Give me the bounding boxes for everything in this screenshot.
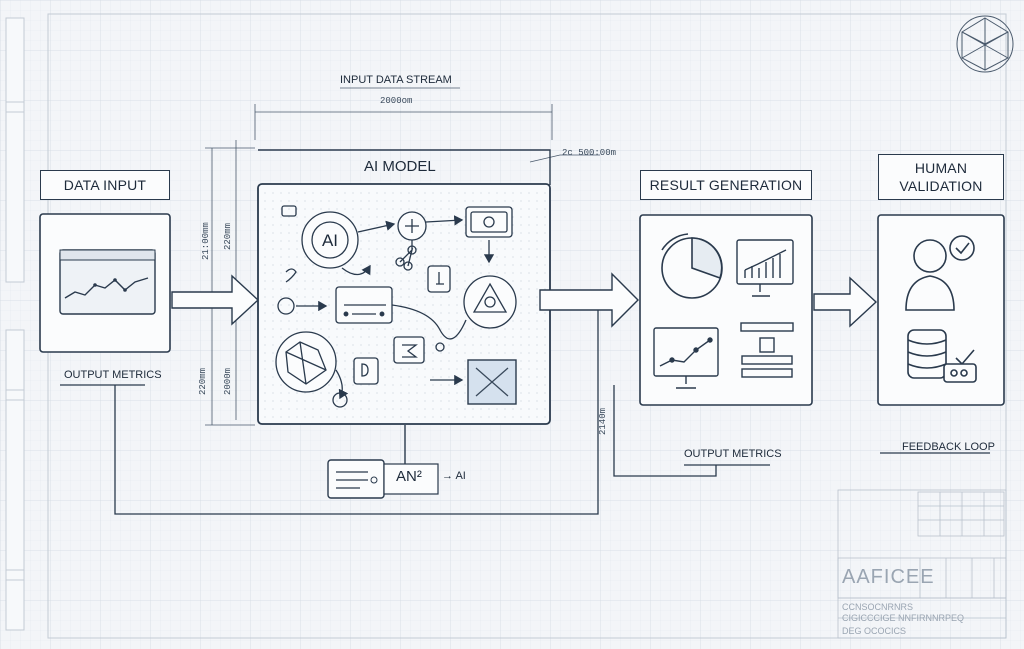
human-validation-title: HUMAN VALIDATION [878,154,1004,200]
corner-dimension-label: 2c 500:00m [562,148,617,158]
left-upper-inner-dimension: 220mm [223,222,233,250]
human-validation-caption: FEEDBACK LOOP [902,441,995,453]
flow-arrow [171,274,260,326]
result-generation-caption: OUTPUT METRICS [684,448,782,460]
left-lower-outer-dimension: 220mm [198,367,208,395]
title-block-logo: AAFICEE [842,566,935,588]
ai-badge: AI [322,231,338,250]
ai-model-title: AI MODEL [364,158,436,175]
right-vertical-dimension: 2140m [598,407,608,435]
report-stack-icon [740,322,794,378]
flow-arrow [813,276,878,328]
left-lower-inner-dimension: 2000m [223,367,233,395]
margin-strip [5,17,25,631]
user-check-icon [905,235,975,311]
side-badge: AN² [396,468,422,485]
title-block-row-2: CIGICCCIGE NNFIRNNRPEQ [842,613,965,623]
pie-chart-icon [661,233,723,299]
flow-arrow [539,272,639,328]
monitor-bar-chart-icon [736,239,794,297]
data-input-title: DATA INPUT [40,170,170,200]
top-dimension-label: 2000om [380,96,413,106]
ai-model-graph [275,205,517,408]
monitor-line-chart-icon [653,327,719,389]
human-validation-title-line2: VALIDATION [899,178,983,194]
data-input-caption: OUTPUT METRICS [64,369,162,381]
monitor-chart-icon [59,249,156,315]
title-block-row-1: CCNSOCNRNRS [842,602,914,612]
feedback-loop-lines [60,310,990,515]
left-upper-outer-dimension: 21:00mm [201,222,211,260]
title-block [837,489,1007,639]
human-validation-title-line1: HUMAN [914,160,968,176]
geodesic-logo-icon [956,15,1014,73]
title-block-row-3: DEG OCOCICS [842,626,907,636]
result-generation-title: RESULT GENERATION [640,170,812,200]
database-check-icon [907,329,977,383]
top-label: INPUT DATA STREAM [340,74,452,86]
side-badge-arrow: → AI [442,470,466,482]
